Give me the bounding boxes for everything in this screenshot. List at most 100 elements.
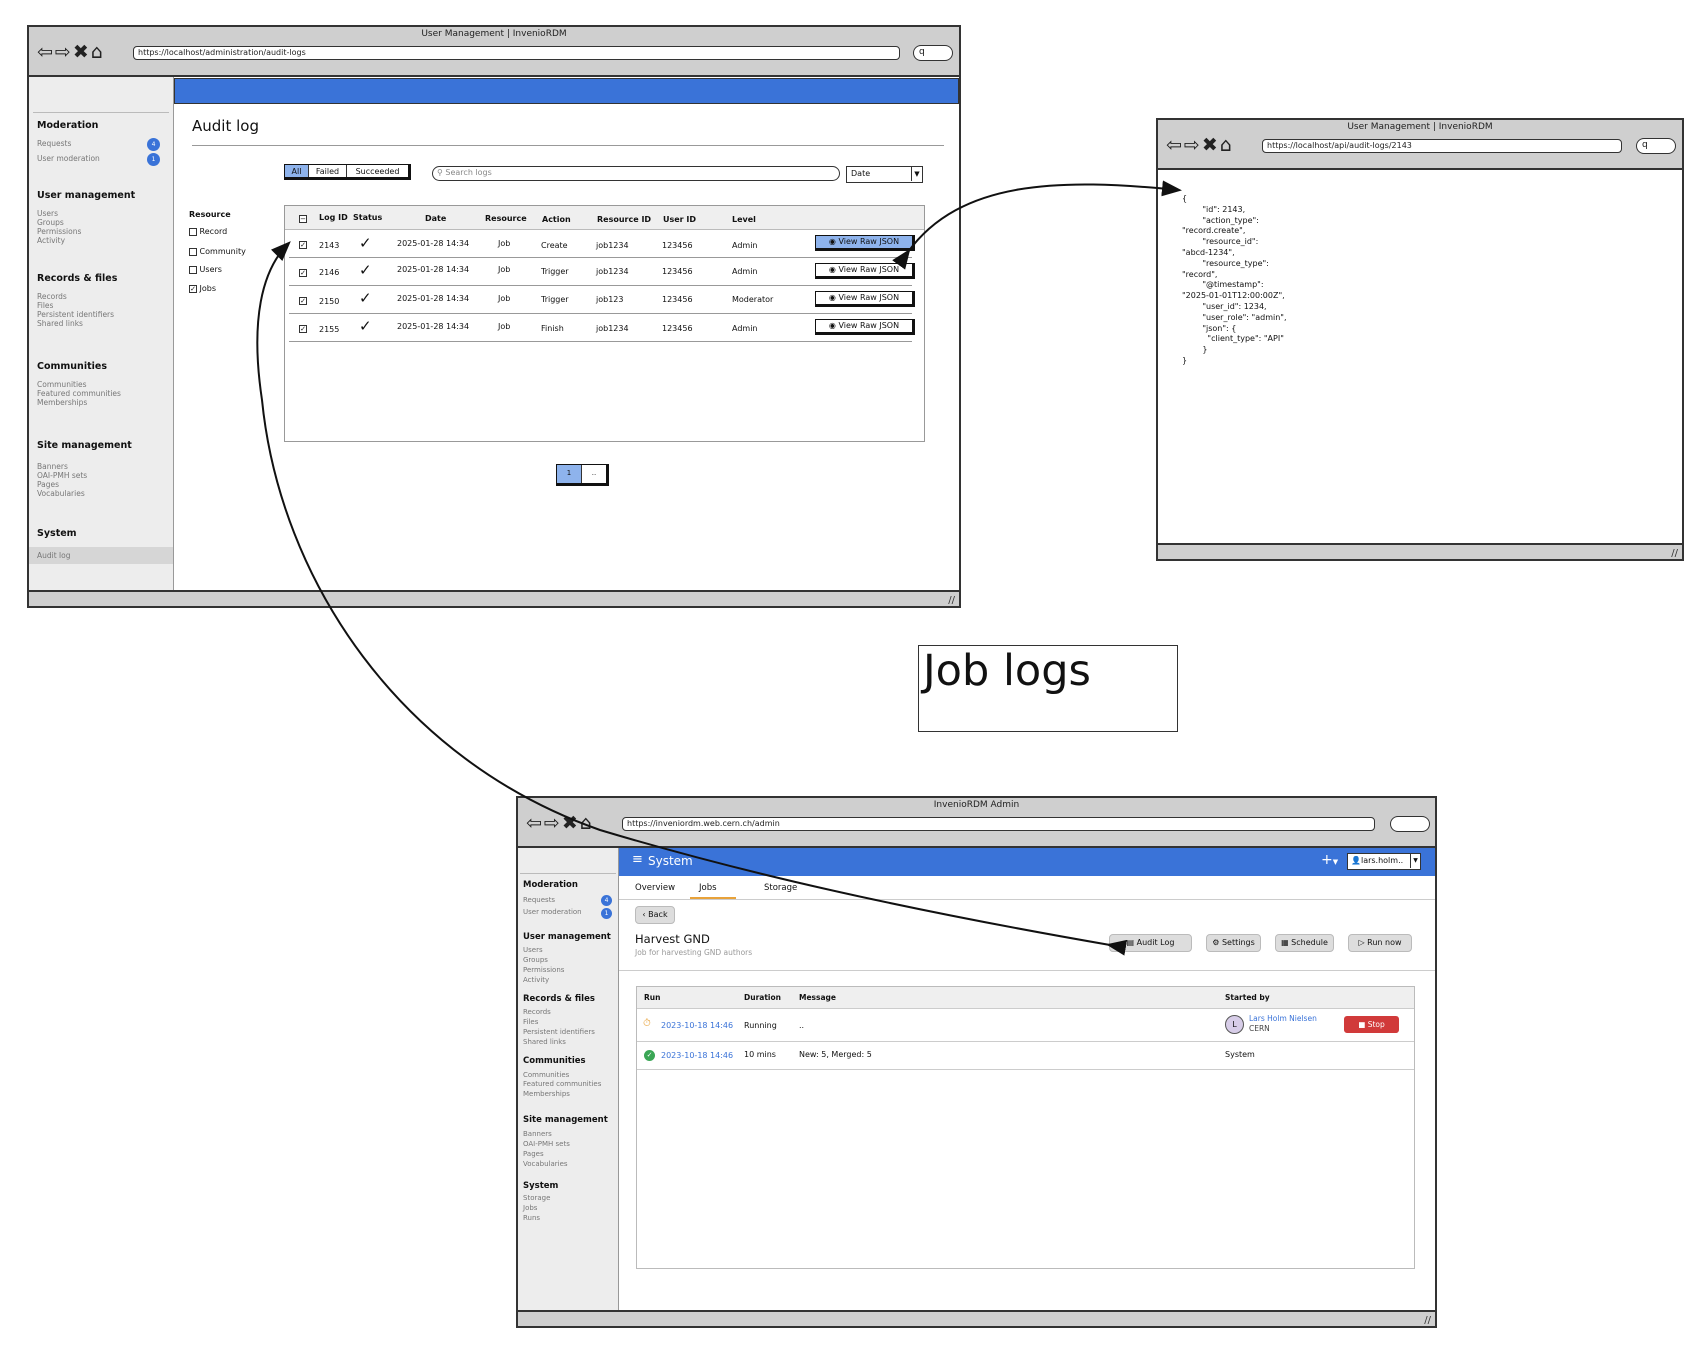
tab-all[interactable]: All xyxy=(285,165,309,177)
sidebar-item-activity[interactable]: Activity xyxy=(37,236,66,245)
cell-date: 2025-01-28 14:34 xyxy=(397,239,470,248)
url-bar[interactable]: https://localhost/api/audit-logs/2143 xyxy=(1262,139,1622,153)
view-raw-json-button[interactable]: ◉ View Raw JSON xyxy=(815,291,915,307)
checkbox-jobs[interactable]: ✓ xyxy=(189,284,197,293)
sidebar-item-oai-pmh-sets[interactable]: OAI-PMH sets xyxy=(523,1140,570,1148)
browser-search-icon[interactable]: q xyxy=(913,45,953,61)
settings-button[interactable]: ⚙ Settings xyxy=(1206,934,1261,952)
resource-option-community[interactable]: Community xyxy=(189,247,246,256)
browser-nav-icons[interactable]: ⇦⇨✖⌂ xyxy=(526,812,594,834)
sidebar-item-runs[interactable]: Runs xyxy=(523,1214,541,1222)
search-logs-input[interactable]: ⚲ Search logs xyxy=(432,166,840,181)
sidebar-item-pids[interactable]: Persistent identifiers xyxy=(37,310,115,319)
user-menu[interactable]: 👤lars.holm.. ▼ xyxy=(1347,853,1421,870)
url-bar[interactable]: https://localhost/administration/audit-l… xyxy=(133,46,900,60)
sidebar-item-audit-log[interactable]: Audit log xyxy=(37,551,71,560)
sidebar-item-user-moderation[interactable]: User moderation xyxy=(37,154,100,163)
sidebar-item-pages[interactable]: Pages xyxy=(37,480,60,489)
add-menu-button[interactable]: +▼ xyxy=(1321,852,1338,868)
resource-option-record[interactable]: Record xyxy=(189,227,227,236)
tab-overview[interactable]: Overview xyxy=(635,883,676,893)
back-button[interactable]: ‹ Back xyxy=(635,906,675,924)
row-checkbox[interactable]: ✓ xyxy=(299,240,307,249)
date-select[interactable]: Date ▼ xyxy=(846,166,923,183)
browser-search-icon[interactable] xyxy=(1390,816,1430,832)
schedule-button[interactable]: ▦ Schedule xyxy=(1275,934,1334,952)
run-link[interactable]: 2023-10-18 14:46 xyxy=(661,1051,734,1060)
sidebar-item-pages[interactable]: Pages xyxy=(523,1150,544,1158)
resource-option-jobs[interactable]: ✓ Jobs xyxy=(189,284,216,293)
sidebar-item-permissions[interactable]: Permissions xyxy=(37,227,82,236)
row-checkbox[interactable]: ✓ xyxy=(299,296,307,305)
sidebar-item-groups[interactable]: Groups xyxy=(523,956,548,964)
view-raw-json-button[interactable]: ◉ View Raw JSON xyxy=(815,263,915,279)
checkbox-users[interactable] xyxy=(189,265,197,274)
stop-button[interactable]: ■ Stop xyxy=(1344,1016,1399,1033)
sidebar-item-jobs[interactable]: Jobs xyxy=(523,1204,538,1212)
audit-log-label: Audit Log xyxy=(1136,938,1175,947)
sidebar-item-files[interactable]: Files xyxy=(37,301,54,310)
document-icon: ▤ xyxy=(1126,938,1135,947)
sidebar-item-banners[interactable]: Banners xyxy=(523,1130,552,1138)
started-by-system: System xyxy=(1225,1050,1255,1059)
sidebar-item-users[interactable]: Users xyxy=(523,946,543,954)
sidebar-item-banners[interactable]: Banners xyxy=(37,462,68,471)
started-by-link[interactable]: Lars Holm Nielsen xyxy=(1249,1014,1317,1023)
url-bar[interactable]: https://inveniordm.web.cern.ch/admin xyxy=(622,817,1375,831)
sidebar-item-featured-communities[interactable]: Featured communities xyxy=(37,389,121,398)
resource-option-users[interactable]: Users xyxy=(189,265,222,274)
sidebar-item-activity[interactable]: Activity xyxy=(523,976,550,984)
cell-user-id: 123456 xyxy=(662,324,693,333)
tab-failed[interactable]: Failed xyxy=(309,165,347,177)
sidebar-item-featured-communities[interactable]: Featured communities xyxy=(523,1080,602,1088)
sidebar-item-vocabularies[interactable]: Vocabularies xyxy=(37,489,85,498)
menu-icon[interactable]: ≡ xyxy=(632,852,643,867)
sidebar-item-communities[interactable]: Communities xyxy=(523,1071,570,1079)
sidebar-section-moderation: Moderation xyxy=(37,120,99,131)
sidebar-item-permissions[interactable]: Permissions xyxy=(523,966,565,974)
col-run: Run xyxy=(644,993,661,1002)
select-all-checkbox[interactable]: − xyxy=(299,214,307,223)
sidebar-item-users[interactable]: Users xyxy=(37,209,59,218)
tab-jobs[interactable]: Jobs xyxy=(699,883,717,893)
sidebar-item-memberships[interactable]: Memberships xyxy=(37,398,88,407)
run-now-button[interactable]: ▷ Run now xyxy=(1348,934,1412,952)
tab-succeeded[interactable]: Succeeded xyxy=(355,167,400,176)
row-checkbox[interactable]: ✓ xyxy=(299,268,307,277)
sidebar-item-vocabularies[interactable]: Vocabularies xyxy=(523,1160,568,1168)
sidebar-item-storage[interactable]: Storage xyxy=(523,1194,551,1202)
row-checkbox[interactable]: ✓ xyxy=(299,324,307,333)
resize-grip-icon[interactable]: // xyxy=(1671,548,1678,559)
audit-log-button[interactable]: ▤ Audit Log xyxy=(1109,934,1192,952)
sidebar-item-oai-pmh-sets[interactable]: OAI-PMH sets xyxy=(37,471,88,480)
sidebar-item-communities[interactable]: Communities xyxy=(37,380,87,389)
cell-log-id: 2150 xyxy=(319,297,340,306)
browser-nav-icons[interactable]: ⇦⇨✖⌂ xyxy=(1166,134,1234,156)
sidebar-item-records[interactable]: Records xyxy=(523,1008,551,1016)
page-1-button[interactable]: 1 xyxy=(557,465,582,483)
view-raw-json-button[interactable]: ◉ View Raw JSON xyxy=(815,319,915,335)
sidebar-item-requests[interactable]: Requests xyxy=(37,139,72,148)
resize-grip-icon[interactable]: // xyxy=(1424,1315,1431,1326)
cell-resource-id: job1234 xyxy=(596,241,629,250)
sidebar-item-pids[interactable]: Persistent identifiers xyxy=(523,1028,595,1036)
sidebar-item-shared-links[interactable]: Shared links xyxy=(37,319,83,328)
cell-resource: Job xyxy=(498,265,511,274)
browser-search-icon[interactable]: q xyxy=(1636,138,1676,154)
sidebar-item-shared-links[interactable]: Shared links xyxy=(523,1038,566,1046)
sidebar-item-user-moderation[interactable]: User moderation xyxy=(523,908,582,916)
resize-grip-icon[interactable]: // xyxy=(948,595,955,606)
sidebar-item-files[interactable]: Files xyxy=(523,1018,539,1026)
sidebar-item-groups[interactable]: Groups xyxy=(37,218,64,227)
sidebar-item-audit-log-active[interactable]: Audit log xyxy=(29,547,173,564)
tab-storage[interactable]: Storage xyxy=(764,883,798,893)
sidebar-item-requests[interactable]: Requests xyxy=(523,896,556,904)
checkbox-record[interactable] xyxy=(189,227,197,236)
run-link[interactable]: 2023-10-18 14:46 xyxy=(661,1021,734,1030)
checkbox-community[interactable] xyxy=(189,247,197,256)
view-raw-json-button[interactable]: ◉ View Raw JSON xyxy=(815,235,915,251)
page-more-button[interactable]: .. xyxy=(591,469,597,477)
browser-nav-icons[interactable]: ⇦⇨✖⌂ xyxy=(37,41,105,63)
sidebar-item-memberships[interactable]: Memberships xyxy=(523,1090,570,1098)
sidebar-item-records[interactable]: Records xyxy=(37,292,67,301)
